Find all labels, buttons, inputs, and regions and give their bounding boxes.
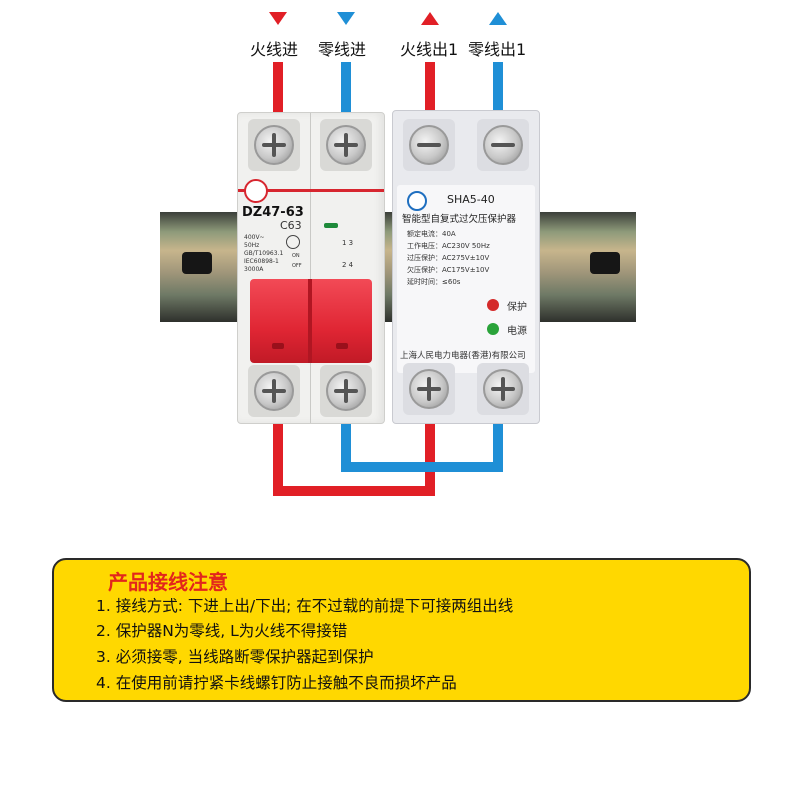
neutral-out-label: 零线出1	[468, 40, 527, 59]
screw-icon[interactable]	[254, 371, 294, 411]
handle-divider	[308, 279, 312, 363]
live-bottom-wire-right	[425, 420, 435, 496]
certification-mark-icon	[286, 235, 300, 249]
brand-logo-icon	[407, 191, 427, 211]
circuit-breaker: DZ47-63 C63 400V~ 50Hz GB/T10963.1 IEC60…	[237, 112, 385, 424]
screw-icon[interactable]	[409, 369, 449, 409]
breaker-off-label: OFF	[292, 263, 302, 269]
breaker-rating: C63	[280, 219, 302, 232]
rail-slot	[182, 252, 212, 274]
voltage-protector: SHA5-40 智能型自复式过欠压保护器 额定电流：40A 工作电压：AC230…	[392, 110, 540, 424]
breaker-brand-stripe	[238, 189, 384, 192]
notice-line: 4. 在使用前请拧紧卡线螺钉防止接触不良而损坏产品	[96, 674, 457, 692]
live-in-arrow-icon	[269, 12, 287, 25]
protect-led-label: 保护	[507, 302, 527, 313]
screw-icon[interactable]	[483, 369, 523, 409]
neutral-out-wire	[493, 62, 503, 114]
protector-name: 智能型自复式过欠压保护器	[402, 214, 517, 225]
breaker-spec-line: IEC60898-1	[244, 258, 279, 265]
protector-model: SHA5-40	[447, 193, 495, 206]
handle-slot	[272, 343, 284, 349]
breaker-toggle-handle[interactable]	[250, 279, 372, 363]
screw-icon[interactable]	[254, 125, 294, 165]
notice-line: 1. 接线方式: 下进上出/下出; 在不过载的前提下可接两组出线	[96, 597, 514, 615]
live-bottom-wire-base	[273, 486, 435, 496]
protector-spec: 延时时间：≤60s	[407, 278, 461, 286]
live-in-label: 火线进	[250, 40, 299, 59]
breaker-spec-line: GB/T10963.1	[244, 250, 284, 257]
brand-logo-icon	[244, 179, 268, 203]
neutral-bottom-wire-right	[493, 420, 503, 472]
protector-spec: 欠压保护：AC175V±10V	[407, 266, 490, 274]
rail-slot	[590, 252, 620, 274]
breaker-spec-line: 3000A	[244, 266, 264, 273]
live-bottom-wire-left	[273, 420, 283, 496]
live-out-label: 火线出1	[400, 40, 459, 59]
screw-icon[interactable]	[409, 125, 449, 165]
neutral-in-arrow-icon	[337, 12, 355, 25]
wiring-notice-box: 产品接线注意 1. 接线方式: 下进上出/下出; 在不过载的前提下可接两组出线 …	[52, 558, 751, 702]
notice-title: 产品接线注意	[108, 570, 228, 594]
breaker-pole-divider	[310, 113, 311, 423]
breaker-spec-line: 400V~	[244, 234, 265, 241]
protector-spec: 过压保护：AC275V±10V	[407, 254, 490, 262]
notice-line: 2. 保护器N为零线, L为火线不得接错	[96, 622, 348, 640]
notice-line: 3. 必须接零, 当线路断零保护器起到保护	[96, 648, 374, 666]
breaker-terminal-bottom-label: 2 4	[342, 261, 354, 269]
screw-icon[interactable]	[483, 125, 523, 165]
protector-spec: 额定电流：40A	[407, 230, 456, 238]
breaker-on-label: ON	[292, 253, 300, 259]
neutral-bottom-wire-base	[341, 462, 503, 472]
live-out-wire	[425, 62, 435, 114]
protect-led-icon	[487, 299, 499, 311]
live-in-wire-top	[273, 62, 283, 118]
breaker-model: DZ47-63	[242, 205, 304, 220]
handle-slot	[336, 343, 348, 349]
power-led-label: 电源	[507, 326, 527, 337]
protector-label-panel: SHA5-40 智能型自复式过欠压保护器 额定电流：40A 工作电压：AC230…	[397, 185, 535, 373]
breaker-indicator-window	[324, 223, 338, 228]
neutral-out-arrow-icon	[489, 12, 507, 25]
live-out-arrow-icon	[421, 12, 439, 25]
breaker-spec-line: 50Hz	[244, 242, 260, 249]
screw-icon[interactable]	[326, 125, 366, 165]
screw-icon[interactable]	[326, 371, 366, 411]
protector-maker: 上海人民电力电器(香港)有限公司	[400, 351, 526, 361]
neutral-bottom-wire-left	[341, 420, 351, 472]
protector-spec: 工作电压：AC230V 50Hz	[407, 242, 490, 250]
power-led-icon	[487, 323, 499, 335]
neutral-in-label: 零线进	[318, 40, 367, 59]
breaker-terminal-top-label: 1 3	[342, 239, 354, 247]
neutral-in-wire-top	[341, 62, 351, 118]
